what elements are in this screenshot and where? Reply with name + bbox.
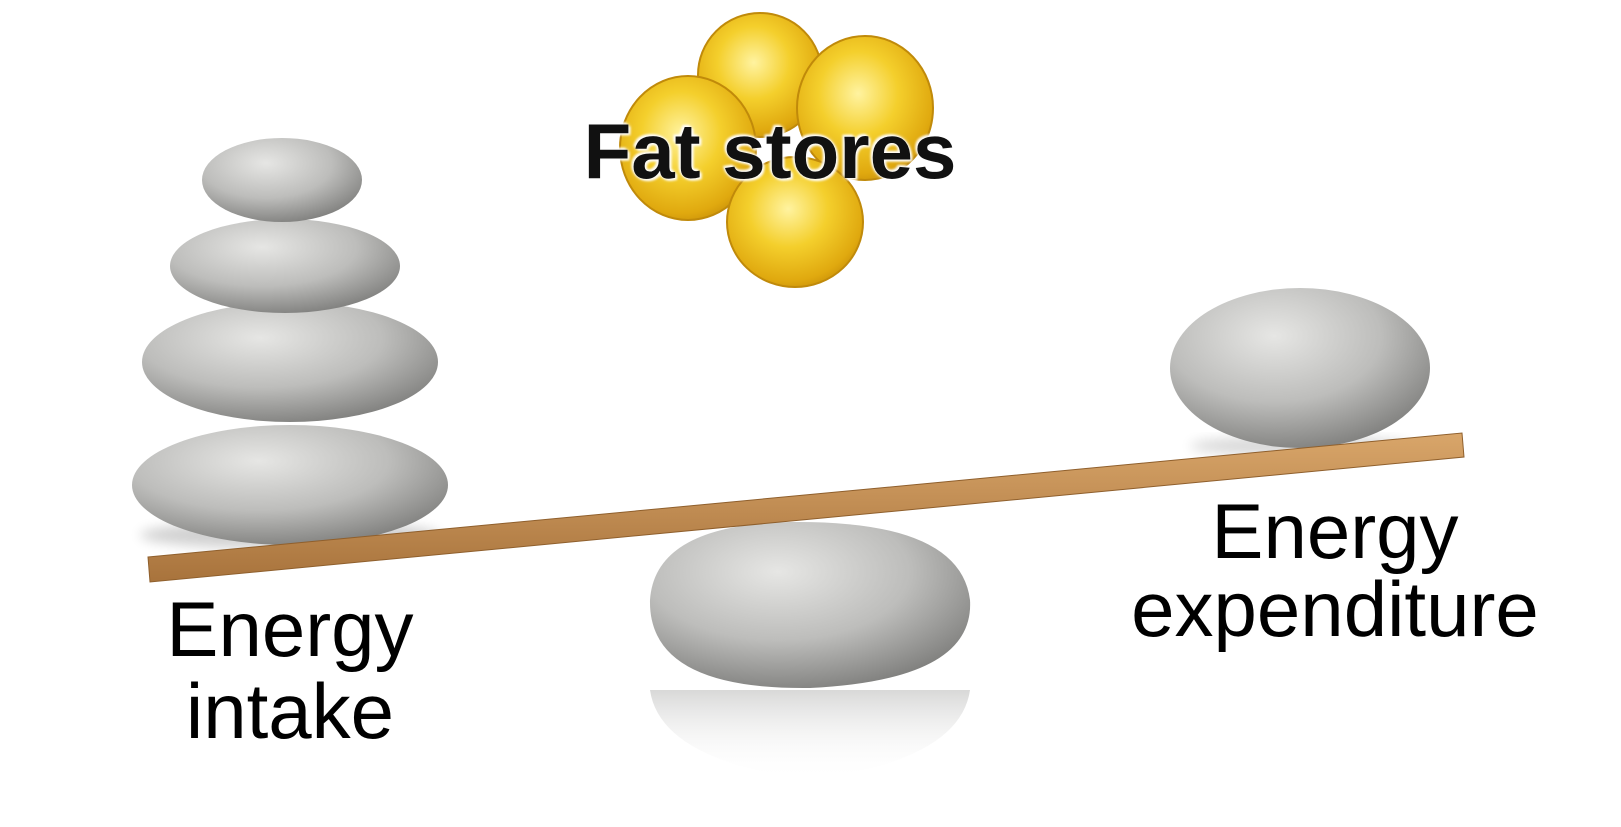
energy-expenditure-label-line2: expenditure xyxy=(1100,570,1570,648)
stone xyxy=(170,219,400,313)
stone xyxy=(1170,288,1430,448)
energy-intake-label-line1: Energy xyxy=(120,590,460,668)
energy-expenditure-label-line1: Energy xyxy=(1100,492,1570,570)
stone xyxy=(650,522,970,688)
intake-stone-stack xyxy=(132,138,448,549)
fat-stores-label: Fat stores xyxy=(540,112,1000,190)
stone xyxy=(142,302,438,422)
stone xyxy=(202,138,362,222)
expenditure-stone xyxy=(1170,288,1430,456)
energy-intake-label-line2: intake xyxy=(120,672,460,750)
fulcrum-stone xyxy=(650,522,970,780)
stone xyxy=(132,425,448,545)
fulcrum-reflection xyxy=(650,690,970,780)
